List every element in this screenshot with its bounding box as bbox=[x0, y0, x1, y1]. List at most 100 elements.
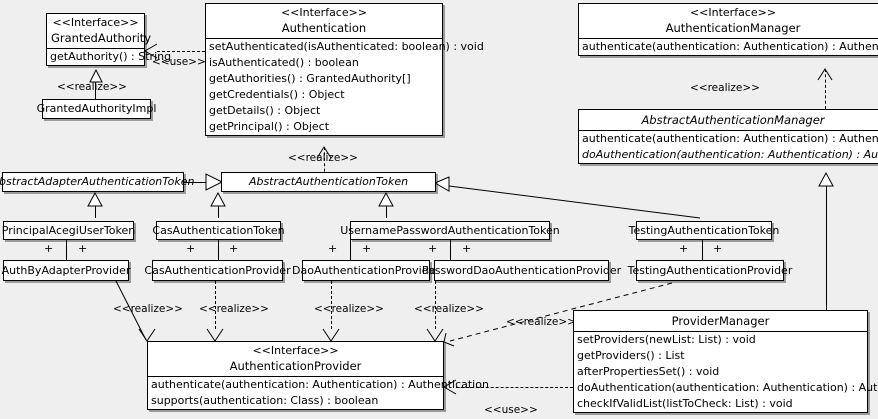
realize-line-cas-authentication-provider bbox=[215, 281, 216, 329]
edge-label-realize-cas-provider: <<realize>> bbox=[199, 303, 269, 315]
class-name: CasAuthenticationProvider bbox=[144, 263, 291, 277]
class-methods: setProviders(newList: List) : void getPr… bbox=[574, 331, 878, 412]
class-box-granted-authority[interactable]: <<Interface>> GrantedAuthority getAuthor… bbox=[46, 13, 172, 66]
class-method: doAuthentication(authentication: Authent… bbox=[582, 148, 878, 161]
association-plus-mark: + bbox=[229, 242, 239, 255]
generalization-line-granted-authority-impl bbox=[95, 82, 96, 99]
association-line-username-password-passworddao bbox=[450, 240, 451, 260]
association-plus-mark: + bbox=[713, 242, 723, 255]
realize-line-dao-authentication-provider bbox=[331, 281, 332, 329]
class-method: getProviders() : List bbox=[577, 349, 685, 362]
class-header: <<Interface>> AuthenticationManager bbox=[579, 4, 878, 38]
class-box-provider-manager[interactable]: ProviderManager setProviders(newList: Li… bbox=[573, 310, 878, 413]
class-box-principal-acegi-user-token[interactable]: PrincipalAcegiUserToken bbox=[1, 221, 136, 240]
use-line-provider-manager bbox=[456, 387, 573, 388]
class-name: AbstractAuthenticationManager bbox=[641, 113, 825, 127]
generalization-line-provider-manager bbox=[826, 186, 827, 310]
class-header: AbstractAuthenticationManager bbox=[579, 110, 878, 130]
class-box-authentication-provider[interactable]: <<Interface>> AuthenticationProvider aut… bbox=[147, 341, 489, 410]
class-method: checkIfValidList(listToCheck: List) : vo… bbox=[577, 397, 793, 410]
class-method: getAuthorities() : GrantedAuthority[] bbox=[209, 72, 411, 85]
class-method: doAuthentication(authentication: Authent… bbox=[577, 381, 878, 394]
class-method: getDetails() : Object bbox=[209, 104, 321, 117]
class-name: AbstractAdapterAuthenticationToken bbox=[0, 175, 195, 188]
class-box-authentication-manager[interactable]: <<Interface>> AuthenticationManager auth… bbox=[578, 3, 878, 56]
generalization-line-principal-acegi-user-token bbox=[95, 206, 96, 218]
class-box-granted-authority-impl[interactable]: GrantedAuthorityImpl bbox=[37, 99, 156, 119]
class-name: PrincipalAcegiUserToken bbox=[1, 223, 136, 237]
class-stereotype: <<Interface>> bbox=[689, 6, 777, 19]
association-line-principal-acegi-user-token bbox=[66, 240, 67, 260]
class-name: UsernamePasswordAuthenticationToken bbox=[340, 223, 560, 237]
class-methods: authenticate(authentication: Authenticat… bbox=[579, 130, 878, 163]
class-header: ProviderManager bbox=[574, 311, 867, 331]
class-box-abstract-adapter-authentication-token[interactable]: AbstractAdapterAuthenticationToken bbox=[0, 172, 194, 192]
class-name: AuthenticationManager bbox=[665, 21, 801, 35]
class-methods: setAuthenticated(isAuthenticated: boolea… bbox=[206, 38, 484, 135]
realize-line-abstract-authentication-token bbox=[324, 147, 325, 177]
class-method: getPrincipal() : Object bbox=[209, 120, 330, 133]
class-name: CasAuthenticationToken bbox=[152, 223, 285, 237]
class-name: ProviderManager bbox=[671, 314, 770, 328]
class-box-cas-authentication-token[interactable]: CasAuthenticationToken bbox=[152, 221, 285, 240]
class-methods: authenticate(authentication: Authenticat… bbox=[148, 376, 489, 409]
edge-label-realize-password-dao-provider: <<realize>> bbox=[414, 303, 484, 315]
class-box-auth-by-adapter-provider[interactable]: AuthByAdapterProvider bbox=[1, 260, 131, 281]
class-name: AuthByAdapterProvider bbox=[1, 263, 131, 277]
realize-line-abstract-authentication-manager bbox=[825, 69, 826, 109]
class-name: GrantedAuthorityImpl bbox=[36, 102, 157, 115]
class-method: getCredentials() : Object bbox=[209, 88, 345, 101]
class-method: authenticate(authentication: Authenticat… bbox=[151, 378, 489, 391]
association-plus-mark: + bbox=[78, 242, 88, 255]
edge-label-realize-granted-authority-impl: <<realize>> bbox=[57, 81, 127, 93]
class-name: PasswordDaoAuthenticationProvider bbox=[421, 263, 622, 277]
class-method: getAuthority() : String bbox=[50, 50, 172, 63]
class-box-password-dao-authentication-provider[interactable]: PasswordDaoAuthenticationProvider bbox=[422, 260, 621, 281]
association-plus-mark: + bbox=[679, 242, 689, 255]
class-name: GrantedAuthority bbox=[51, 31, 152, 45]
class-methods: getAuthority() : String bbox=[47, 48, 172, 65]
edge-label-realize-abstract-authentication-manager: <<realize>> bbox=[690, 82, 760, 94]
class-name: TestingAuthenticationToken bbox=[628, 223, 780, 237]
association-line-username-password-dao bbox=[350, 240, 351, 260]
edge-label-realize-abstract-authentication-token: <<realize>> bbox=[288, 152, 358, 164]
association-line-cas-authentication-token bbox=[218, 240, 219, 260]
class-box-abstract-authentication-manager[interactable]: AbstractAuthenticationManager authentica… bbox=[578, 109, 878, 164]
class-method: afterPropertiesSet() : void bbox=[577, 365, 720, 378]
class-box-testing-authentication-provider[interactable]: TestingAuthenticationProvider bbox=[628, 260, 792, 281]
edge-label-realize-provider-manager: <<realize>> bbox=[506, 316, 576, 328]
edge-label-use-granted-authority: <<use>> bbox=[152, 56, 206, 68]
association-plus-mark: + bbox=[362, 242, 372, 255]
class-name: DaoAuthenticationProvider bbox=[292, 263, 440, 277]
generalization-line-cas-authentication-token bbox=[218, 206, 219, 218]
class-header: <<Interface>> GrantedAuthority bbox=[47, 14, 152, 48]
edge-label-realize-dao-provider: <<realize>> bbox=[314, 303, 384, 315]
edge-label-use-provider-manager: <<use>> bbox=[484, 404, 538, 416]
class-header: <<Interface>> Authentication bbox=[206, 4, 442, 38]
class-box-authentication[interactable]: <<Interface>> Authentication setAuthenti… bbox=[205, 3, 484, 136]
class-method: isAuthenticated() : boolean bbox=[209, 56, 359, 69]
use-line-authentication-granted-authority bbox=[157, 51, 205, 52]
association-plus-mark: + bbox=[44, 242, 54, 255]
class-box-dao-authentication-provider[interactable]: DaoAuthenticationProvider bbox=[292, 260, 440, 281]
realize-line-password-dao-authentication-provider bbox=[435, 281, 436, 329]
class-box-username-password-authentication-token[interactable]: UsernamePasswordAuthenticationToken bbox=[340, 221, 560, 240]
class-method: setProviders(newList: List) : void bbox=[577, 333, 756, 346]
class-name: Authentication bbox=[281, 21, 367, 35]
class-name: AuthenticationProvider bbox=[229, 359, 362, 373]
association-line-testing-authentication-token bbox=[702, 240, 703, 260]
association-plus-mark: + bbox=[428, 242, 438, 255]
association-plus-mark: + bbox=[328, 242, 338, 255]
class-box-abstract-authentication-token[interactable]: AbstractAuthenticationToken bbox=[221, 172, 436, 192]
generalization-line-username-password-token bbox=[386, 206, 387, 218]
class-box-cas-authentication-provider[interactable]: CasAuthenticationProvider bbox=[144, 260, 291, 281]
class-name: TestingAuthenticationProvider bbox=[627, 263, 793, 277]
association-plus-mark: + bbox=[186, 242, 196, 255]
class-methods: authenticate(authentication: Authenticat… bbox=[579, 38, 878, 55]
class-method: setAuthenticated(isAuthenticated: boolea… bbox=[209, 40, 484, 53]
class-stereotype: <<Interface>> bbox=[52, 16, 139, 29]
class-box-testing-authentication-token[interactable]: TestingAuthenticationToken bbox=[629, 221, 779, 240]
class-stereotype: <<Interface>> bbox=[280, 6, 368, 19]
edge-label-realize-auth-by-adapter: <<realize>> bbox=[113, 303, 183, 315]
